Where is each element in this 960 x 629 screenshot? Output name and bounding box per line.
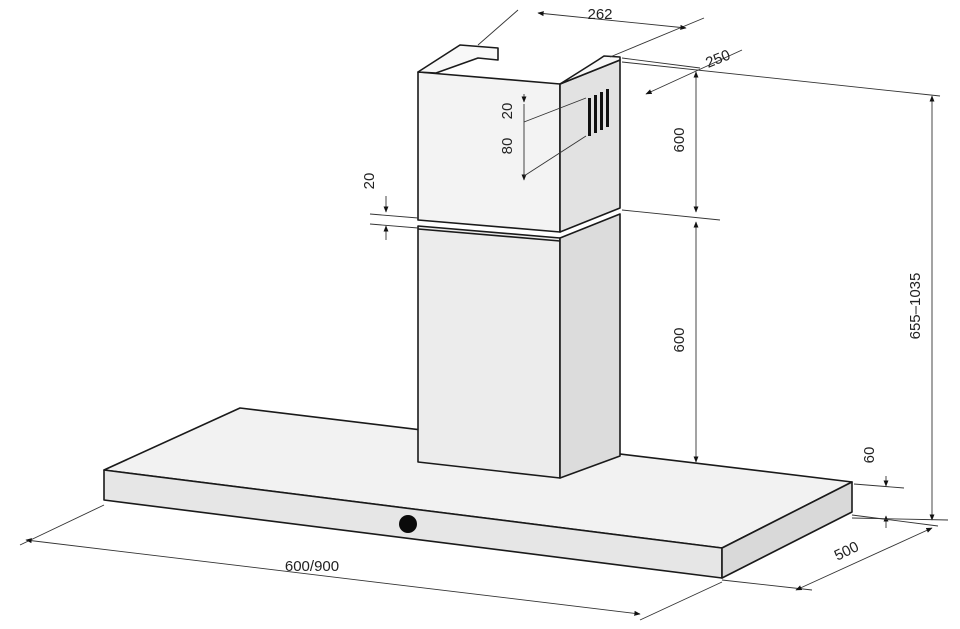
upper-chimney-side — [559, 59, 621, 233]
label-vent-height: 80 — [499, 138, 516, 155]
label-chimney-depth: 250 — [703, 47, 733, 72]
lower-chimney-side — [559, 213, 621, 479]
label-lower-chimney-height: 600 — [671, 327, 688, 352]
label-chimney-width: 262 — [587, 6, 612, 23]
label-hood-depth: 500 — [832, 538, 862, 564]
label-hood-thickness: 60 — [861, 447, 878, 464]
chimney-back-flange-left — [417, 44, 499, 74]
label-overlap: 20 — [361, 173, 378, 190]
lower-chimney — [417, 213, 621, 479]
lower-chimney-front — [417, 225, 561, 479]
label-overall-height: 655–1035 — [907, 273, 924, 340]
label-vent-offset: 20 — [499, 103, 516, 120]
upper-chimney — [417, 44, 621, 233]
label-upper-chimney-height: 600 — [671, 127, 688, 152]
upper-chimney-front — [417, 71, 561, 233]
control-knob — [399, 515, 417, 533]
canopy-side-face — [721, 481, 853, 579]
vent-slots — [588, 89, 609, 136]
dimension-labels: 262 250 600 600 655–1035 60 500 600/900 … — [285, 6, 924, 575]
dimension-lines — [19, 9, 949, 621]
label-hood-width: 600/900 — [285, 558, 339, 575]
